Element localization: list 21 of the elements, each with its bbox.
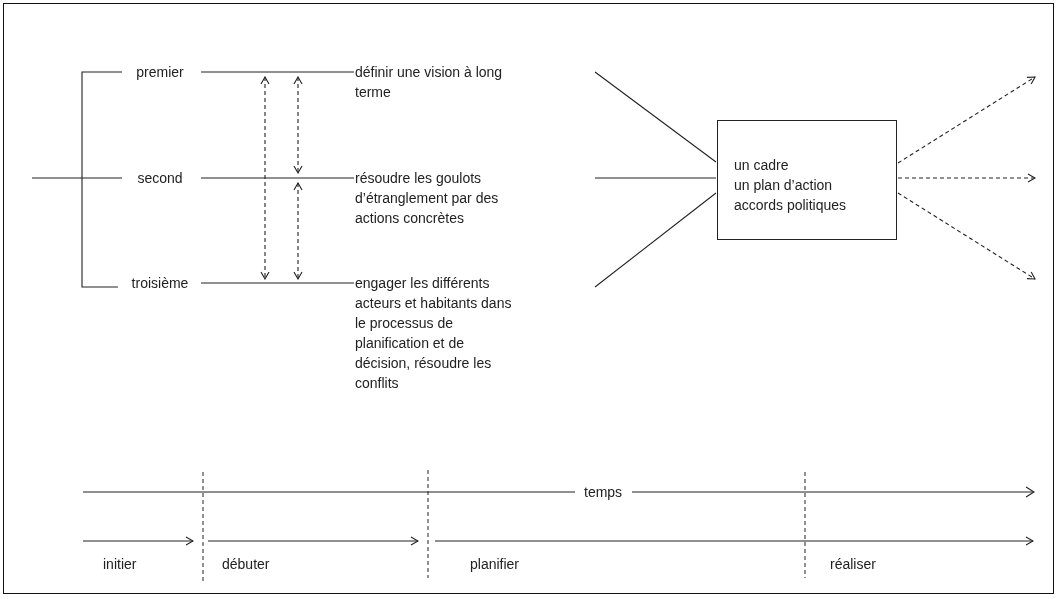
level-label: premier bbox=[120, 62, 200, 82]
phase-label: initier bbox=[103, 555, 137, 573]
phase-label: planifier bbox=[470, 555, 520, 573]
connector-line bbox=[200, 282, 355, 284]
phase-label: réaliser bbox=[830, 555, 876, 573]
arrow bbox=[897, 173, 1036, 183]
phase-label: débuter bbox=[222, 555, 270, 573]
connector-line bbox=[594, 177, 717, 179]
description-text: engager les différents acteurs et habitants dans le processus de planification et de décision, résoudre les conflits bbox=[355, 273, 513, 393]
connector-line bbox=[594, 71, 717, 163]
arrow bbox=[897, 76, 1036, 164]
level-label: troisième bbox=[120, 273, 200, 293]
connector-line bbox=[594, 192, 717, 288]
description-text: résoudre les goulots d’étranglement par des actions concrètes bbox=[355, 168, 513, 228]
result-box: un cadre un plan d’action accords politiques bbox=[717, 120, 897, 240]
axis-label: temps bbox=[584, 483, 623, 501]
connector-line bbox=[200, 177, 355, 179]
level-label: second bbox=[120, 168, 200, 188]
connector-line bbox=[200, 71, 355, 73]
description-text: définir une vision à long terme bbox=[355, 62, 513, 102]
arrow bbox=[897, 192, 1036, 280]
